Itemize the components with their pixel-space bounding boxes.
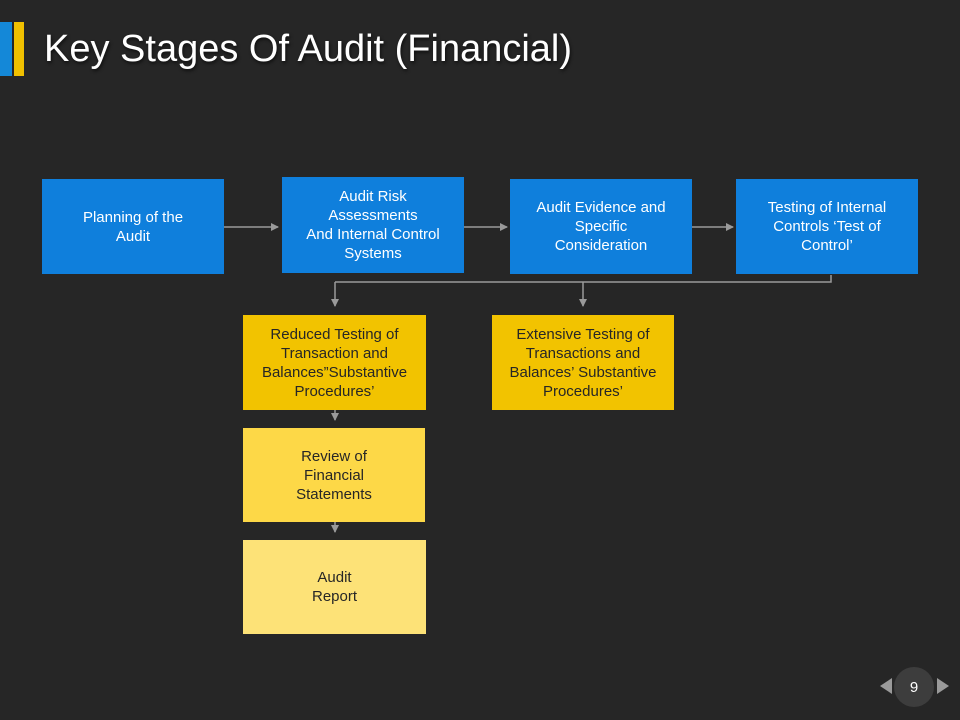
box-reduced-testing: Reduced Testing of Transaction and Balan… — [243, 315, 426, 410]
box-review-financial-statements: Review of Financial Statements — [243, 428, 425, 522]
box-planning: Planning of the Audit — [42, 179, 224, 274]
previous-slide-icon[interactable] — [880, 678, 892, 694]
slide-pager: 9 — [880, 666, 950, 708]
connector-testing-to-branches — [335, 275, 832, 283]
slide-title: Key Stages Of Audit (Financial) — [44, 28, 573, 70]
box-audit-report: Audit Report — [243, 540, 426, 634]
box-testing-internal-controls: Testing of Internal Controls ‘Test of Co… — [736, 179, 918, 274]
box-extensive-testing: Extensive Testing of Transactions and Ba… — [492, 315, 674, 410]
page-number: 9 — [894, 667, 934, 707]
accent-bar-blue — [0, 22, 12, 76]
next-slide-icon[interactable] — [937, 678, 949, 694]
accent-bar-yellow — [14, 22, 24, 76]
box-audit-evidence: Audit Evidence and Specific Consideratio… — [510, 179, 692, 274]
box-risk-assessments: Audit Risk Assessments And Internal Cont… — [282, 177, 464, 273]
